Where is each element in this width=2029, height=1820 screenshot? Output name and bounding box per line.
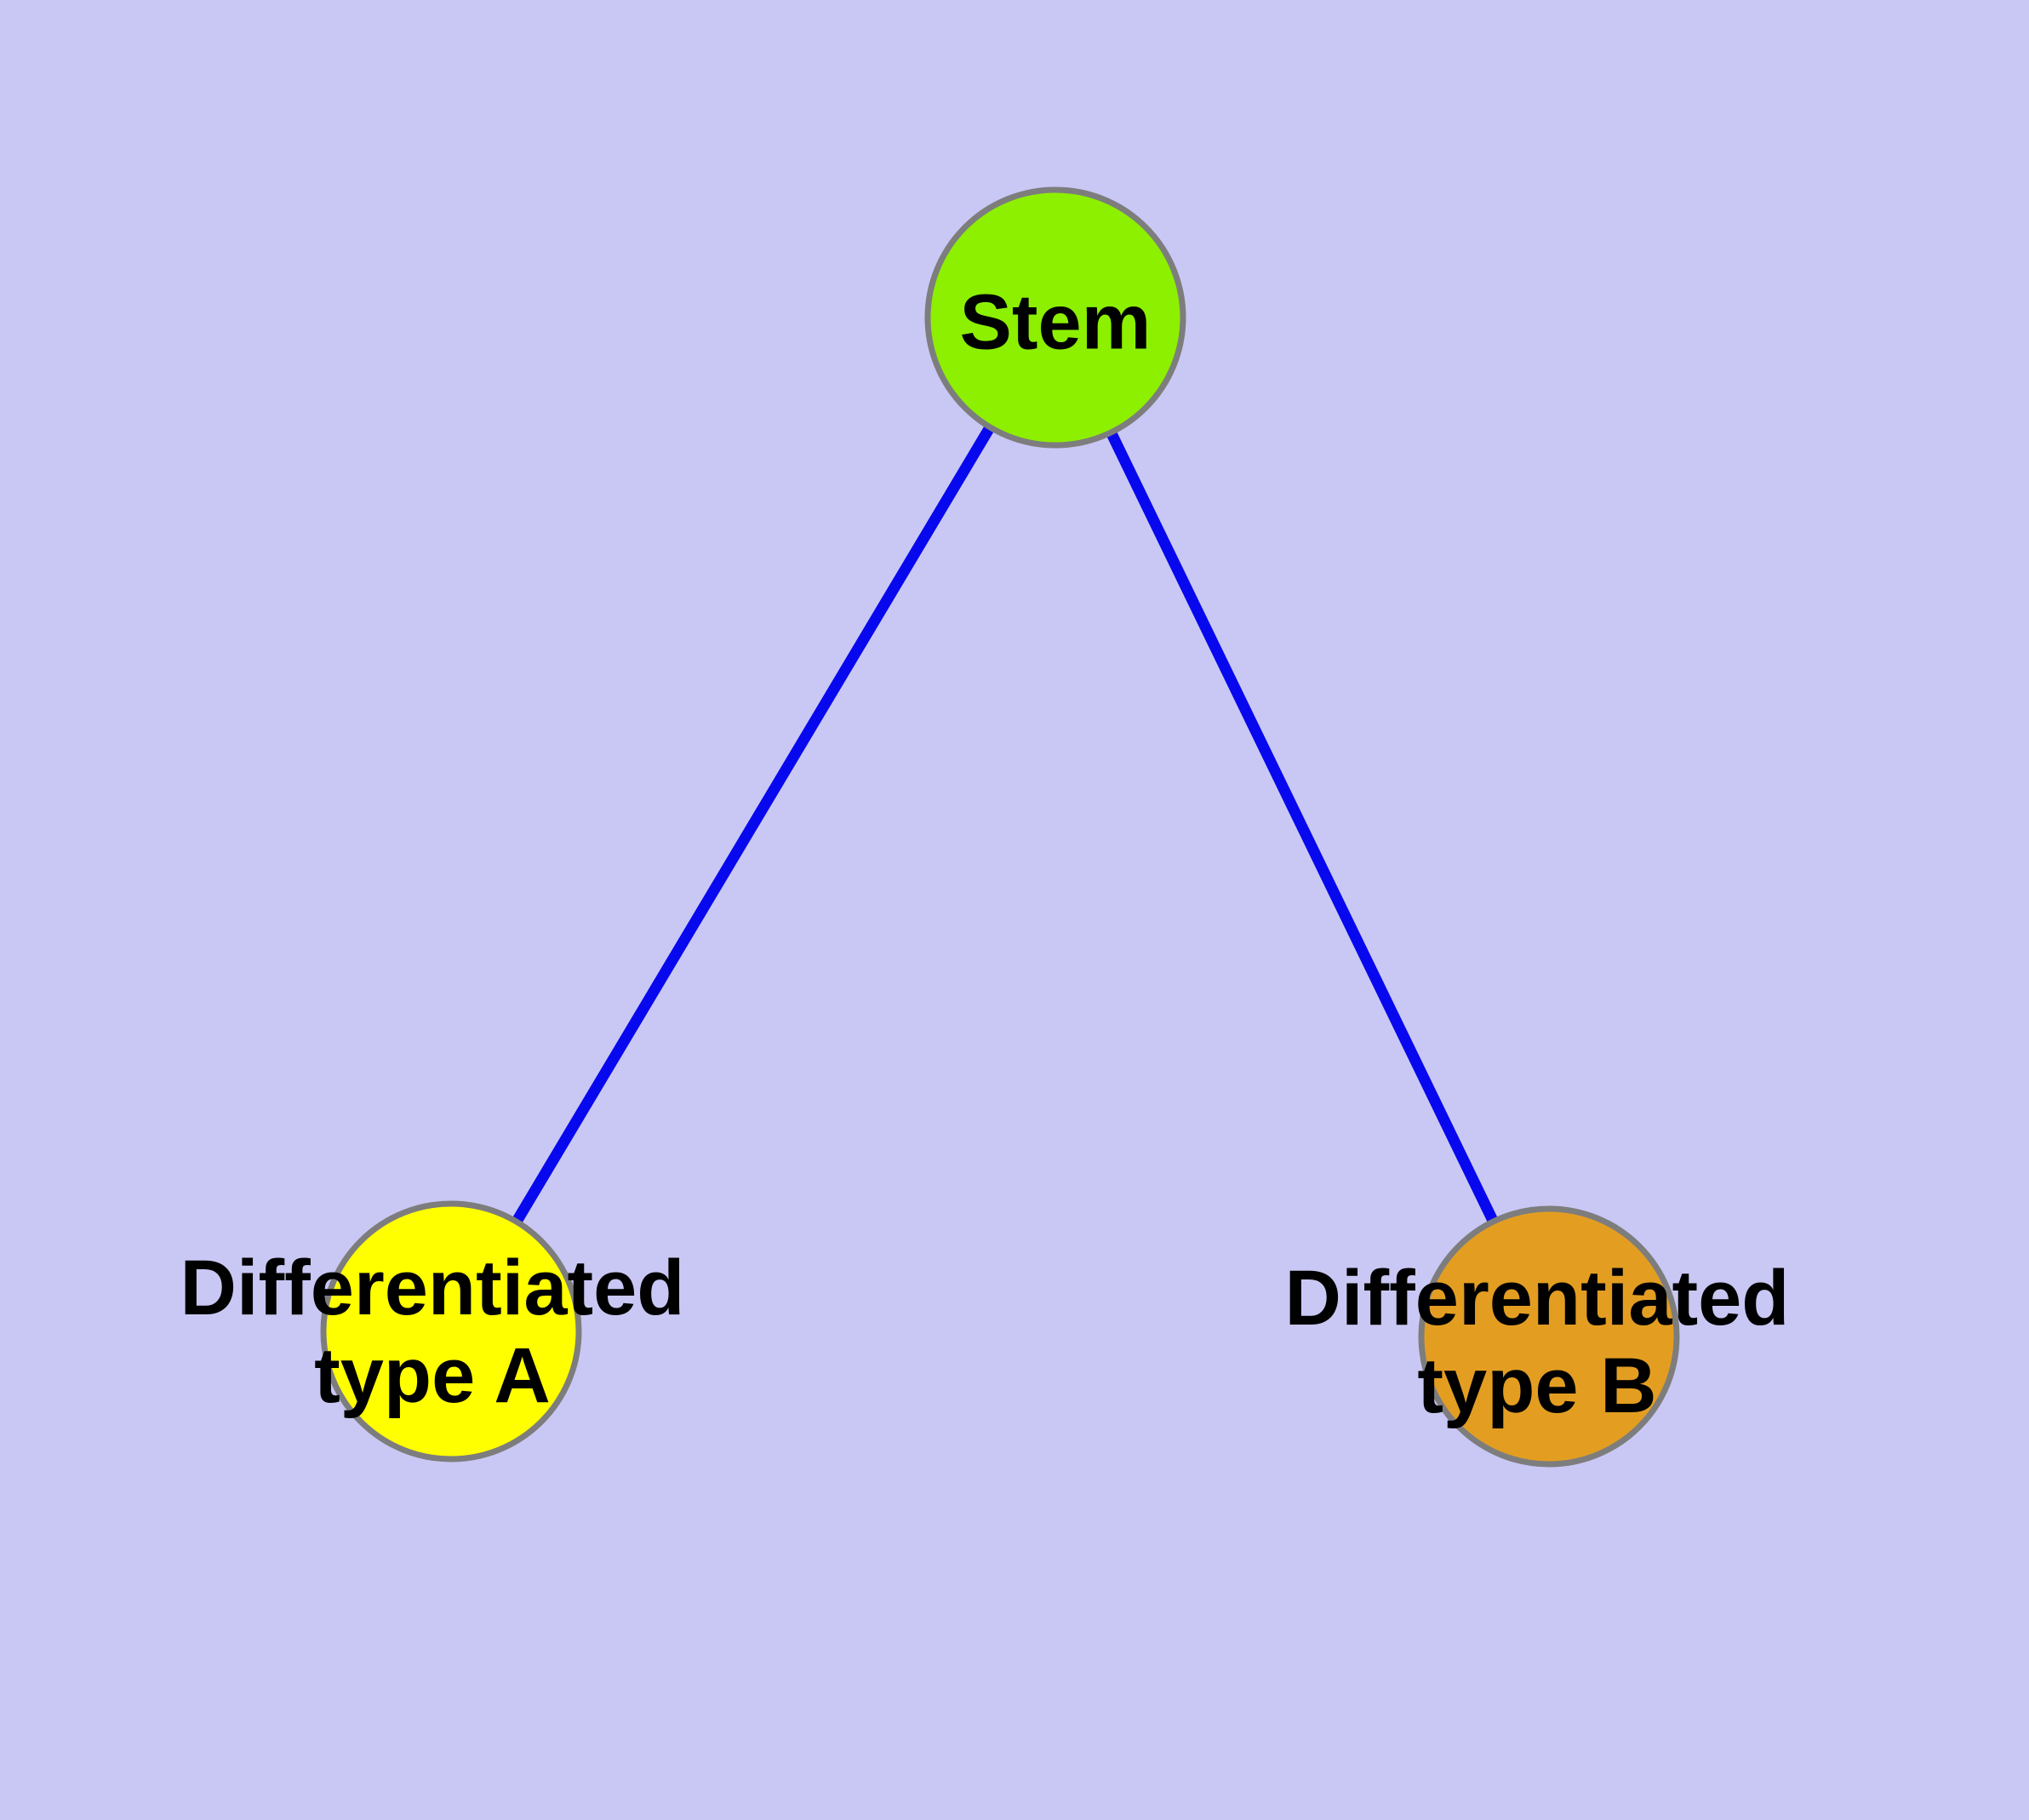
- node-stem-circle: [924, 186, 1186, 449]
- node-differentiated-type-a-label: Differentiated type A: [180, 1244, 685, 1419]
- edge-stem-to-type-a: [446, 314, 1060, 1335]
- node-differentiated-type-b-circle: [1418, 1205, 1680, 1468]
- node-differentiated-type-a-circle: [320, 1200, 582, 1462]
- edge-stem-to-type-b: [1050, 315, 1554, 1339]
- node-differentiated-type-b-label: Differentiated type B: [1284, 1254, 1790, 1429]
- node-stem-label: Stem: [959, 278, 1152, 366]
